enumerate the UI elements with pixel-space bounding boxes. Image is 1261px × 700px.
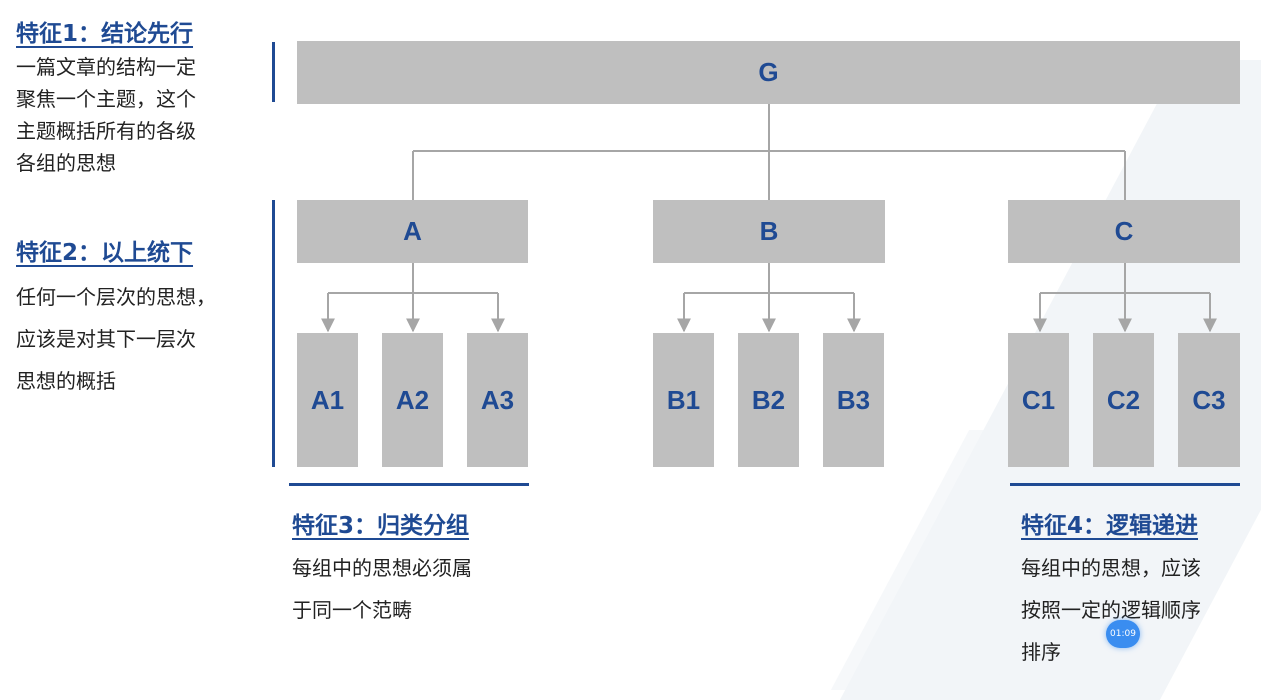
node-leaf-a1: A1	[297, 333, 358, 467]
feature-4-title: 特征4：逻辑递进	[1021, 513, 1199, 539]
node-root: G	[297, 41, 1240, 104]
feature-2-title: 特征2：以上统下	[16, 240, 194, 266]
node-group-a: A	[297, 200, 528, 263]
feature-3-body: 每组中的思想必须属 于同一个范畴	[292, 556, 472, 622]
node-leaf-b3: B3	[823, 333, 884, 467]
feature-1-bar	[272, 42, 275, 102]
node-group-b: B	[653, 200, 885, 263]
node-group-c: C	[1008, 200, 1240, 263]
feature-2-body: 任何一个层次的思想， 应该是对其下一层次 思想的概括	[16, 285, 216, 393]
node-leaf-c3: C3	[1178, 333, 1240, 467]
feature-3-title: 特征3：归类分组	[292, 513, 470, 539]
node-leaf-b1: B1	[653, 333, 714, 467]
playback-time-badge[interactable]: 01:09	[1106, 620, 1140, 648]
feature-1-body: 一篇文章的结构一定 聚焦一个主题，这个 主题概括所有的各级 各组的思想	[16, 55, 196, 175]
feature-4-bar	[1010, 483, 1240, 486]
node-leaf-b2: B2	[738, 333, 799, 467]
feature-3-bar	[289, 483, 529, 486]
node-leaf-a3: A3	[467, 333, 528, 467]
node-leaf-a2: A2	[382, 333, 443, 467]
feature-1-title: 特征1：结论先行	[16, 21, 194, 47]
node-leaf-c2: C2	[1093, 333, 1154, 467]
feature-4-body: 每组中的思想，应该 按照一定的逻辑顺序 排序	[1021, 556, 1201, 664]
feature-2-bar	[272, 200, 275, 467]
node-leaf-c1: C1	[1008, 333, 1069, 467]
tree-connectors	[321, 104, 1217, 333]
